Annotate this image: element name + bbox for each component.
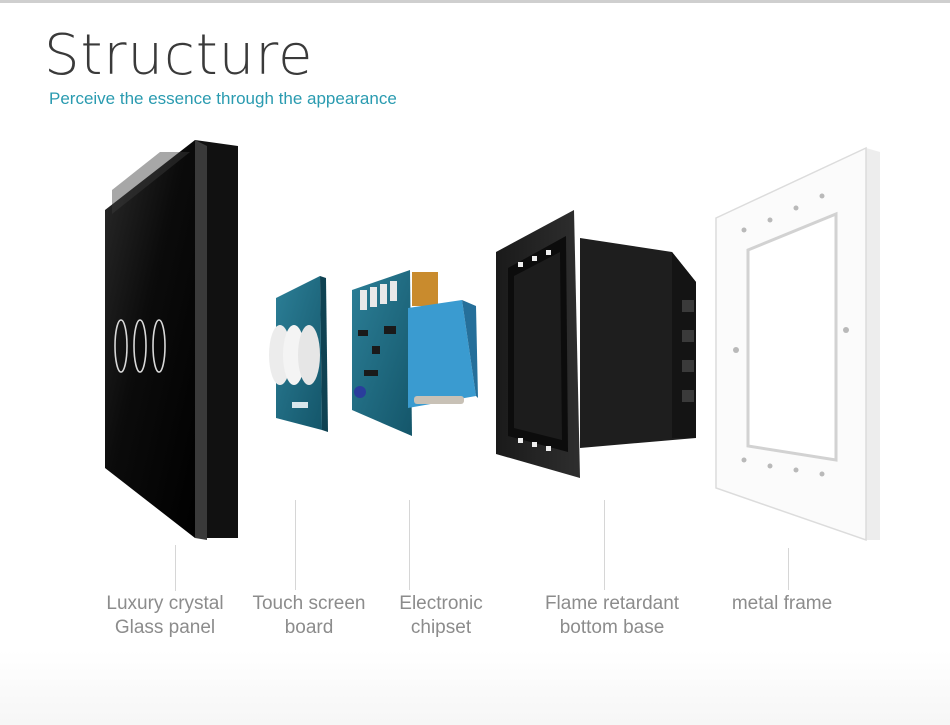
label-line: board: [284, 617, 334, 638]
label-line: chipset: [410, 617, 472, 638]
label-line: bottom base: [559, 617, 665, 638]
touch-board-image: [269, 276, 328, 432]
label-line: Luxury crystal: [106, 593, 224, 614]
label-bottom-base: Flame retardant bottom base: [545, 592, 679, 640]
label-chipset: Electronic chipset: [399, 592, 482, 640]
top-divider: [0, 0, 950, 3]
floor-shadow: [0, 650, 950, 725]
label-line: Electronic: [399, 593, 483, 614]
label-line: Touch screen: [252, 593, 366, 614]
label-line: Flame retardant: [544, 593, 680, 614]
label-metal-frame: metal frame: [732, 592, 832, 616]
label-touch-board: Touch screen board: [252, 592, 365, 640]
glass-panel-image: [105, 140, 238, 540]
label-line: metal frame: [731, 593, 833, 614]
label-line: Glass panel: [114, 617, 216, 638]
leader-line-glass-panel: [175, 545, 176, 591]
chipset-image: [352, 270, 478, 436]
page-title: Structure: [44, 23, 314, 88]
bottom-base-image: [496, 210, 696, 478]
label-glass-panel: Luxury crystal Glass panel: [106, 592, 223, 640]
metal-frame-image: [715, 146, 880, 542]
touch-key-icons: [114, 319, 166, 373]
page-subtitle: Perceive the essence through the appeara…: [49, 89, 397, 108]
leader-line-bottom-base: [604, 500, 605, 590]
leader-line-chipset: [409, 500, 410, 590]
leader-line-touch-board: [295, 500, 296, 590]
leader-line-metal-frame: [788, 548, 789, 590]
